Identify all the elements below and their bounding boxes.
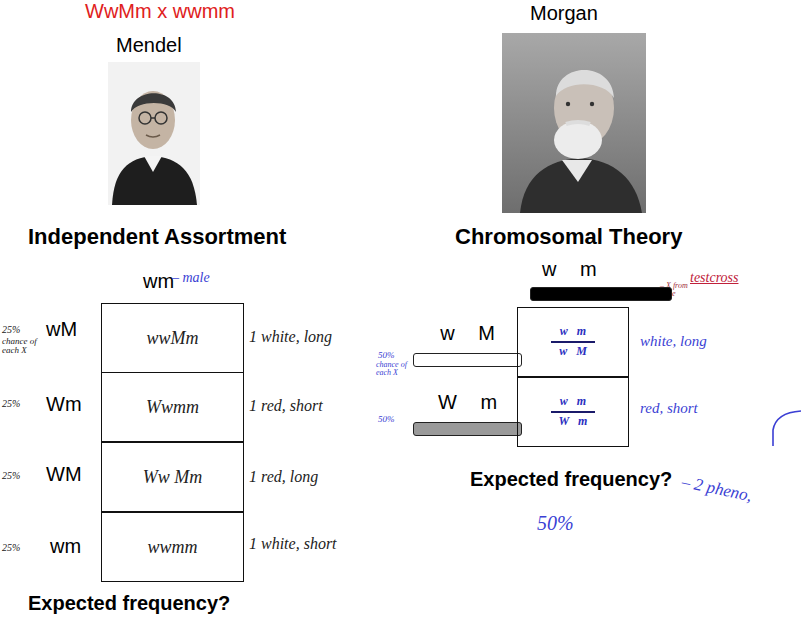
testcross-cell: w m w M	[517, 307, 629, 377]
slide-text: wm	[143, 270, 174, 293]
hand-note: testcross	[690, 270, 738, 286]
genotype-text: Wwmm	[146, 397, 199, 418]
hand-note: 25%	[2, 470, 20, 482]
chromosome-line	[551, 411, 595, 413]
allele-label: w M	[413, 322, 522, 345]
hand-note: 50%	[537, 512, 574, 535]
hand-note: 25%	[2, 324, 20, 336]
slide-text: Independent Assortment	[28, 224, 286, 249]
slide-text: wM	[46, 318, 77, 341]
chromosome-line	[551, 341, 595, 343]
genotype-text: w m	[560, 325, 586, 339]
hand-note: chance of each X	[376, 361, 408, 378]
hand-note: 50%	[378, 350, 395, 360]
hand-note: 25%	[2, 542, 20, 554]
punnett-cell: wwmm	[101, 512, 244, 582]
hand-note: white, long	[640, 333, 707, 350]
chromosome-bar	[413, 353, 522, 367]
genotype-text: wwMm	[146, 328, 198, 349]
slide-text: Chromosomal Theory	[455, 224, 682, 249]
allele-label: w m	[530, 258, 672, 281]
testcross-cell: w m W m	[517, 377, 629, 447]
genotype-text: Ww Mm	[143, 467, 203, 488]
slide-text: Mendel	[116, 34, 182, 57]
chromosome: w m	[530, 258, 672, 301]
slide-text: Expected frequency?	[28, 592, 230, 615]
chromosome-bar	[530, 287, 672, 301]
mendel-portrait	[108, 62, 200, 205]
hand-note: – 2 pheno,	[680, 472, 754, 506]
hand-note: 1 red, long	[249, 468, 318, 486]
punnett-cell: wwMm	[101, 303, 244, 373]
hand-note: 1 white, long	[249, 328, 332, 346]
genotype-text: w m	[560, 395, 586, 409]
chromosome: W m	[413, 391, 522, 436]
slide-text: WwMm x wwmm	[85, 0, 235, 23]
hand-note: 1 white, short	[249, 535, 337, 553]
hand-note: red, short	[640, 400, 698, 417]
genotype-text: w M	[559, 345, 587, 359]
hand-note: 1 red, short	[249, 397, 323, 415]
hand-note: chance of each X	[2, 337, 42, 356]
genotype-text: wwmm	[147, 537, 197, 558]
morgan-portrait	[502, 33, 646, 213]
chromosome-bar	[413, 422, 522, 436]
punnett-cell: Ww Mm	[101, 442, 244, 512]
hand-note: 50%	[378, 414, 395, 424]
hand-note: – male	[172, 270, 210, 286]
genotype-text: W m	[559, 415, 588, 429]
slide-text: Expected frequency?	[470, 468, 672, 491]
chromosome: w M	[413, 322, 522, 367]
hand-bracket	[773, 411, 801, 446]
slide-text: wm	[50, 535, 81, 558]
hand-note: 25%	[2, 398, 20, 410]
allele-label: W m	[413, 391, 522, 414]
punnett-cell: Wwmm	[101, 372, 244, 442]
slide-text: Wm	[46, 393, 82, 416]
slide-text: WM	[46, 463, 82, 486]
slide-text: Morgan	[530, 2, 598, 25]
